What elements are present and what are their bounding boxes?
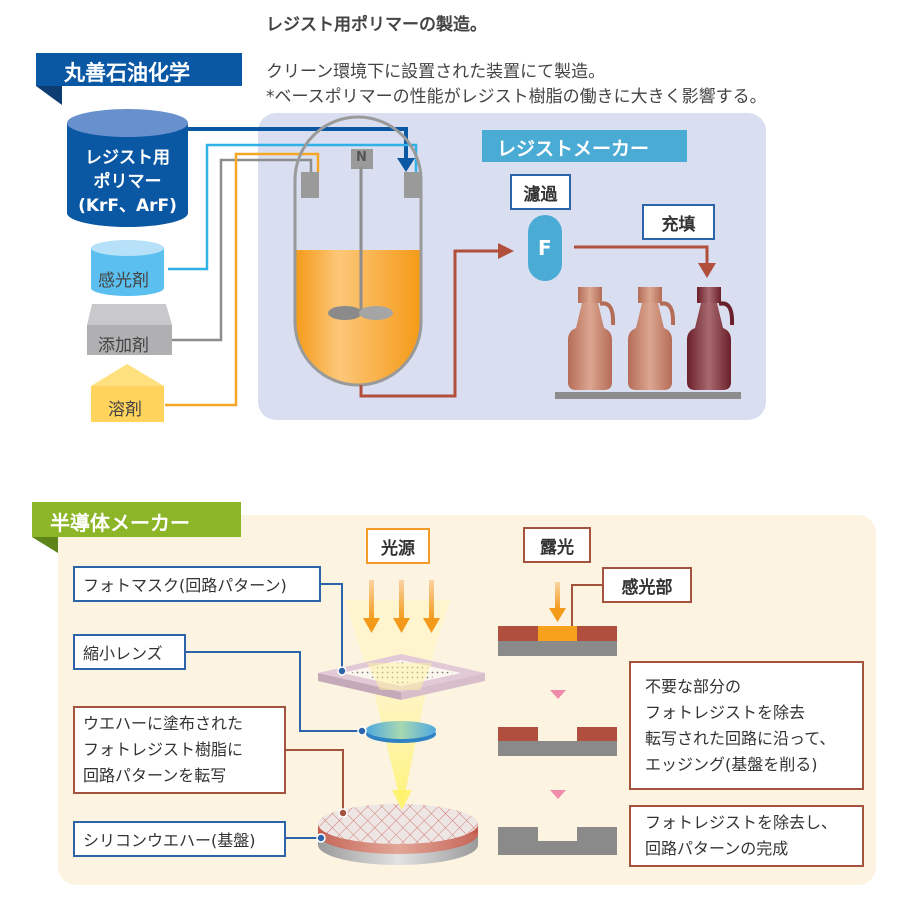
wafer-callout-text: シリコンウエハー(基盤) (83, 831, 256, 850)
company-tag-fold (36, 86, 62, 105)
lens-leader-dot (357, 726, 367, 736)
reduction-lens (366, 721, 436, 743)
photosensitizer-label: 感光剤 (98, 271, 149, 291)
semiconductor-tag-label: 半導体メーカー (50, 511, 190, 535)
wafer-leader-dot (316, 833, 326, 843)
pipes (165, 127, 418, 407)
exposure-label: 露光 (523, 527, 591, 563)
description-line-2: *ベースポリマーの性能がレジスト樹脂の働きに大きく影響する。 (266, 87, 767, 107)
polymer-arrow (397, 158, 415, 172)
polymer-tank-line-3: (KrF、ArF) (78, 196, 177, 216)
output-pipe (359, 249, 500, 398)
exposure-arrow-head (549, 608, 566, 622)
company-tag (36, 53, 242, 86)
fill-arrow (698, 263, 716, 278)
cross-section-exposed (498, 626, 617, 656)
cross-section-etched (498, 727, 617, 756)
lens-callout-text: 縮小レンズ (83, 644, 163, 663)
completion-step-line-1: フォトレジストを除去し、 (645, 813, 838, 832)
solvent-pipe (165, 152, 320, 407)
photosensitizer-container (91, 240, 164, 296)
fill-label: 充填 (642, 204, 715, 240)
step-arrow-1 (550, 690, 566, 699)
transfer-callout: ウエハーに塗布された フォトレジスト樹脂に 回路パターンを転写 (73, 706, 286, 794)
exposed-part-leader (571, 584, 602, 627)
photomask (318, 654, 485, 700)
photomask-leader-dot (337, 666, 347, 676)
wafer-callout: シリコンウエハー(基盤) (73, 821, 286, 857)
transfer-leader-dot (338, 808, 348, 818)
additive-label: 添加剤 (98, 336, 149, 356)
reactor-cap-label: N (356, 150, 367, 165)
solvent-label: 溶剤 (108, 400, 142, 420)
filter-capsule (528, 215, 562, 281)
polymer-pipe (188, 127, 408, 160)
photomask-leader (321, 583, 343, 671)
filter-label: 濾過 (510, 174, 571, 210)
bottle-2 (628, 287, 676, 390)
additive-container (87, 304, 172, 355)
completion-step-line-2: 回路パターンの完成 (645, 839, 789, 858)
etching-step-line-2: フォトレジストを除去 (645, 702, 806, 722)
bottle-1 (568, 287, 616, 390)
polymer-tank-line-1: レジスト用 (85, 148, 170, 168)
silicon-wafer (318, 790, 478, 865)
polymer-tank-label: レジスト用 ポリマー (KrF、ArF) (67, 146, 188, 218)
light-beam (367, 663, 432, 808)
solvent-container (91, 364, 164, 422)
fill-pipe (574, 245, 709, 265)
transfer-callout-line-2: フォトレジスト樹脂に (83, 740, 244, 759)
filter-icon-letter: F (538, 236, 552, 260)
transfer-leader (286, 749, 344, 813)
exposure-arrow-shaft (555, 582, 560, 610)
resist-maker-tag (482, 130, 687, 162)
etching-step-line-4: エッジング(基盤を削る) (645, 754, 818, 774)
bottle-3-filled (687, 287, 735, 390)
polymer-tank (67, 109, 188, 227)
semiconductor-tag-fold (32, 537, 58, 553)
polymer-tank-line-2: ポリマー (93, 172, 162, 192)
light-source-label: 光源 (366, 528, 430, 564)
output-arrow (498, 243, 514, 259)
page-title: レジスト用ポリマーの製造。 (266, 15, 487, 35)
photomask-callout: フォトマスク(回路パターン) (73, 566, 321, 602)
company-tag-label: 丸善石油化学 (64, 61, 190, 85)
description-line-1: クリーン環境下に設置された装置にて製造。 (266, 62, 606, 82)
exposed-part-label: 感光部 (602, 567, 692, 603)
resist-production-diagram (36, 86, 766, 422)
light-source-label-text: 光源 (381, 538, 415, 559)
exposed-part-label-text: 感光部 (621, 577, 673, 598)
additive-pipe (172, 158, 313, 342)
step-arrow-2 (550, 790, 566, 799)
lens-callout: 縮小レンズ (73, 634, 186, 670)
photomask-callout-text: フォトマスク(回路パターン) (83, 576, 287, 595)
etching-step-line-3: 転写された回路に沿って、 (645, 728, 836, 748)
etching-step-line-1: 不要な部分の (645, 676, 742, 696)
transfer-callout-line-1: ウエハーに塗布された (83, 714, 244, 733)
completion-step-box: フォトレジストを除去し、 回路パターンの完成 (629, 805, 864, 867)
exposure-label-text: 露光 (540, 537, 574, 558)
cross-section-completed (498, 827, 617, 855)
transfer-callout-line-3: 回路パターンを転写 (83, 766, 227, 785)
etching-step-box: 不要な部分の フォトレジストを除去 転写された回路に沿って、 エッジング(基盤を… (629, 661, 864, 790)
light-beam-upper (345, 600, 450, 665)
light-arrows (363, 580, 440, 633)
filter-label-text: 濾過 (523, 184, 558, 205)
resist-maker-tag-label: レジストメーカー (497, 138, 650, 160)
fill-label-text: 充填 (661, 214, 696, 235)
reactor-vessel (293, 115, 423, 396)
bottle-shelf (555, 392, 741, 399)
